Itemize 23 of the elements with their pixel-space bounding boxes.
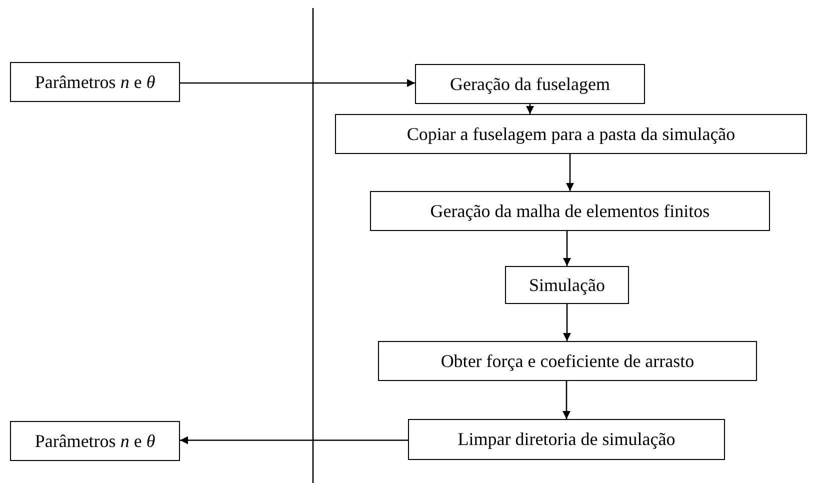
process-box [335,114,807,154]
process-box [415,64,645,104]
process-box [408,419,725,460]
arrow [563,231,571,266]
arrow [566,154,574,191]
process-box [370,191,770,231]
box-label: Geração da malha de elementos finitos [430,200,710,222]
arrow [180,436,408,444]
box-label: Simulação [529,274,605,296]
process-box [10,62,180,102]
arrow [180,79,415,87]
box-label: Copiar a fuselagem para a pasta da simulação [406,124,736,144]
process-box [505,266,629,304]
box-label: Parâmetros n e θ [34,72,156,92]
box-label: Limpar diretoria de simulação [458,429,676,450]
process-box [378,341,757,381]
arrow [526,104,534,114]
arrow [562,381,570,419]
process-box [10,421,180,461]
box-label: Geração da fuselagem [450,74,610,94]
arrow [563,304,571,341]
box-label: Parâmetros n e θ [34,430,156,452]
box-label: Obter força e coeficiente de arrasto [440,350,694,372]
